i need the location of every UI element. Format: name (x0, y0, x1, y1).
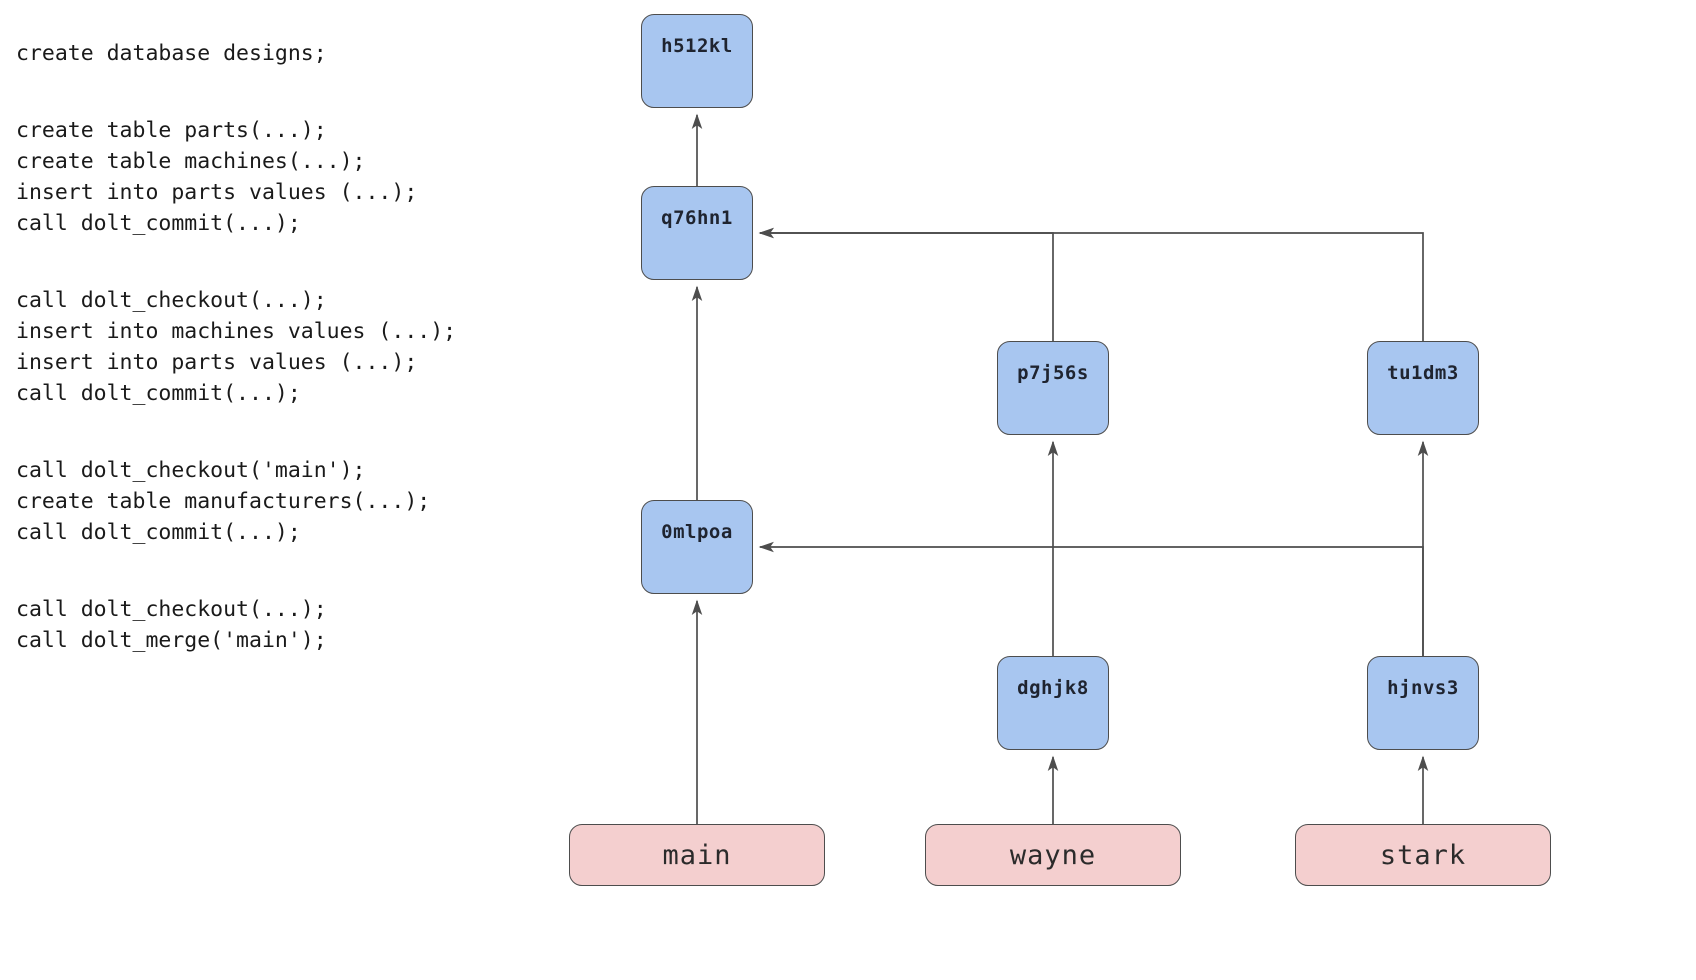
edge-stark-col-to-0mlpoa (758, 541, 1424, 656)
sql-line: create database designs; (16, 41, 327, 66)
commit-node-hjnvs3[interactable]: hjnvs3 (1367, 656, 1479, 750)
sql-block-checkout-insert: call dolt_checkout(...); insert into mac… (16, 285, 556, 409)
sql-script-panel: create database designs; create table pa… (16, 38, 556, 656)
commit-label: tu1dm3 (1387, 362, 1459, 384)
sql-line: call dolt_commit(...); (16, 381, 301, 406)
branch-label: wayne (1009, 839, 1097, 871)
commit-node-p7j56s[interactable]: p7j56s (997, 341, 1109, 435)
commit-label: q76hn1 (661, 207, 733, 229)
edge-p7j56s-to-q76hn1 (758, 227, 1054, 341)
branch-label: main (662, 839, 732, 871)
sql-line: create table manufacturers(...); (16, 489, 431, 514)
sql-line: insert into parts values (...); (16, 180, 418, 205)
commit-node-0mlpoa[interactable]: 0mlpoa (641, 500, 753, 594)
sql-block-create-database: create database designs; (16, 38, 556, 69)
sql-line: insert into parts values (...); (16, 350, 418, 375)
branch-label: stark (1379, 839, 1467, 871)
edge-tu1dm3-to-q76hn1 (758, 227, 1424, 341)
sql-line: call dolt_checkout('main'); (16, 458, 366, 483)
commit-node-tu1dm3[interactable]: tu1dm3 (1367, 341, 1479, 435)
commit-label: dghjk8 (1017, 677, 1089, 699)
branch-node-stark[interactable]: stark (1295, 824, 1551, 886)
sql-line: call dolt_merge('main'); (16, 628, 327, 653)
commit-label: hjnvs3 (1387, 677, 1459, 699)
sql-line: insert into machines values (...); (16, 319, 457, 344)
sql-line: create table parts(...); (16, 118, 327, 143)
sql-line: call dolt_checkout(...); (16, 597, 327, 622)
sql-block-create-tables: create table parts(...); create table ma… (16, 115, 556, 239)
commit-label: p7j56s (1017, 362, 1089, 384)
commit-label: h512kl (661, 35, 733, 57)
sql-line: call dolt_checkout(...); (16, 288, 327, 313)
sql-line: create table machines(...); (16, 149, 366, 174)
sql-block-checkout-main: call dolt_checkout('main'); create table… (16, 455, 556, 548)
commit-node-q76hn1[interactable]: q76hn1 (641, 186, 753, 280)
sql-line: call dolt_commit(...); (16, 211, 301, 236)
commit-node-dghjk8[interactable]: dghjk8 (997, 656, 1109, 750)
branch-node-wayne[interactable]: wayne (925, 824, 1181, 886)
sql-line: call dolt_commit(...); (16, 520, 301, 545)
sql-block-merge: call dolt_checkout(...); call dolt_merge… (16, 594, 556, 656)
branch-node-main[interactable]: main (569, 824, 825, 886)
commit-node-h512kl[interactable]: h512kl (641, 14, 753, 108)
commit-label: 0mlpoa (661, 521, 733, 543)
